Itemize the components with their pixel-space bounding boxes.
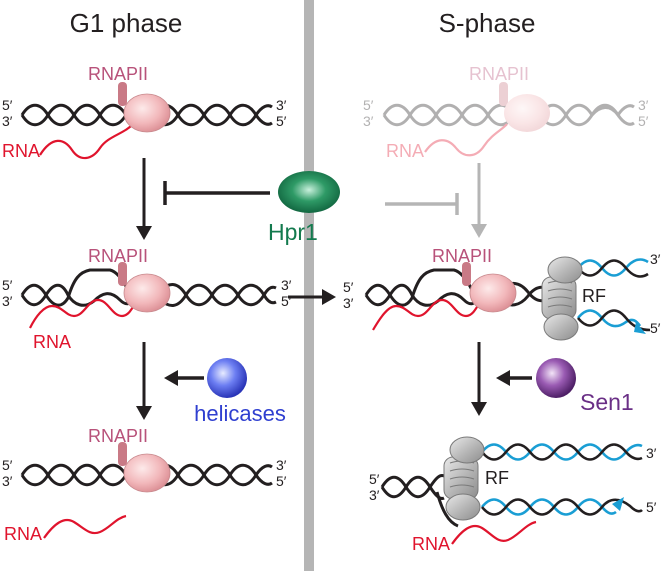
five-prime-label: 5′: [276, 113, 287, 129]
five-prime-label: 5′: [650, 320, 661, 336]
s-phase-transcription-faded: 5′ 3′ 3′ 5′ RNA RNAPII: [363, 64, 649, 161]
rf-label: RF: [582, 286, 606, 306]
five-prime-label: 5′: [343, 279, 354, 295]
sen1-protein: [536, 358, 576, 398]
rnapii-body: [504, 94, 550, 132]
three-prime-label: 3′: [276, 457, 287, 473]
rnapii-label: RNAPII: [88, 64, 148, 84]
three-prime-label: 3′: [369, 487, 380, 503]
rna-transcript: [372, 295, 485, 331]
rnapii-body: [469, 273, 517, 313]
three-prime-label: 3′: [638, 97, 649, 113]
rnapii-body: [123, 453, 171, 493]
daughter-duplex-lower: [480, 497, 643, 516]
rna-label: RNA: [4, 524, 42, 544]
three-prime-label: 3′: [650, 251, 661, 267]
s-phase-title: S-phase: [439, 8, 536, 38]
rnapii-label: RNAPII: [88, 246, 148, 266]
g1-r-loop: 5′ 3′ 3′ 5′ RNA RNAPII: [2, 246, 292, 352]
helicases-label: helicases: [194, 401, 286, 426]
rna-transcript: [424, 123, 508, 157]
five-prime-label: 5′: [276, 473, 287, 489]
three-prime-label: 3′: [281, 277, 292, 293]
arrow-down: [136, 342, 152, 420]
g1-transcription-complex: 5′ 3′ 3′ 5′ RNA RNAPII: [2, 64, 287, 161]
rna-transcript: [43, 514, 127, 539]
rnapii-ctd: [462, 262, 471, 286]
five-prime-label: 5′: [2, 457, 13, 473]
g1-resolved: 5′ 3′ 3′ 5′ RNAPII RNA: [2, 426, 287, 544]
hpr1-label: Hpr1: [268, 219, 318, 245]
rf-label: RF: [485, 468, 509, 488]
rna-label: RNA: [33, 332, 71, 352]
sen1-label: Sen1: [580, 389, 634, 415]
rna-label: RNA: [2, 141, 40, 161]
rnapii-ctd: [118, 82, 127, 106]
arrow-down: [471, 342, 487, 416]
five-prime-label: 5′: [2, 97, 13, 113]
dna-duplex: [20, 268, 277, 307]
five-prime-label: 5′: [281, 293, 292, 309]
helicases-protein: [207, 358, 247, 398]
rna-label: RNA: [386, 141, 424, 161]
hpr1-inhibition: Hpr1: [163, 171, 459, 245]
rna-transcript: [29, 295, 141, 329]
rnapii-label: RNAPII: [432, 246, 492, 266]
three-prime-label: 3′: [276, 97, 287, 113]
daughter-duplex-upper: [576, 258, 649, 278]
three-prime-label: 3′: [2, 113, 13, 129]
daughter-duplex-upper: [480, 443, 643, 461]
five-prime-label: 5′: [646, 499, 657, 515]
rnapii-body: [123, 93, 171, 133]
rna-label: RNA: [412, 534, 450, 554]
hpr1-protein: [278, 171, 340, 213]
five-prime-label: 5′: [638, 113, 649, 129]
rnapii-ctd: [118, 262, 127, 286]
s-phase-resolved: 5′ 3′ 3′ 5′ RF RNA: [369, 436, 657, 554]
daughter-duplex-lower: [576, 309, 651, 334]
s-phase-conflict: 5′ 3′ RNAPII 3′ 5′ RF: [343, 246, 661, 341]
replication-fork: [541, 256, 583, 341]
rnapii-ctd: [499, 82, 508, 106]
rnapii-label: RNAPII: [469, 64, 529, 84]
g1-phase-title: G1 phase: [70, 8, 183, 38]
rna-transcript: [451, 520, 537, 545]
five-prime-label: 5′: [369, 471, 380, 487]
replication-fork: [443, 436, 485, 521]
arrow-down: [136, 158, 152, 240]
phase-divider: [304, 0, 314, 571]
dna-duplex: [380, 474, 459, 528]
rnapii-ctd: [118, 442, 127, 466]
rnapii-body: [123, 273, 171, 313]
three-prime-label: 3′: [363, 113, 374, 129]
dna-duplex: [364, 268, 547, 307]
three-prime-label: 3′: [2, 473, 13, 489]
five-prime-label: 5′: [2, 277, 13, 293]
rnapii-label: RNAPII: [88, 426, 148, 446]
five-prime-label: 5′: [363, 97, 374, 113]
three-prime-label: 3′: [343, 295, 354, 311]
rna-transcript: [39, 123, 134, 160]
arrow-right: [288, 289, 336, 305]
arrow-down-faded: [471, 163, 487, 238]
three-prime-label: 3′: [2, 293, 13, 309]
sen1-factor: Sen1: [496, 358, 634, 415]
helicases-factor: helicases: [164, 358, 286, 426]
three-prime-label: 3′: [646, 445, 657, 461]
